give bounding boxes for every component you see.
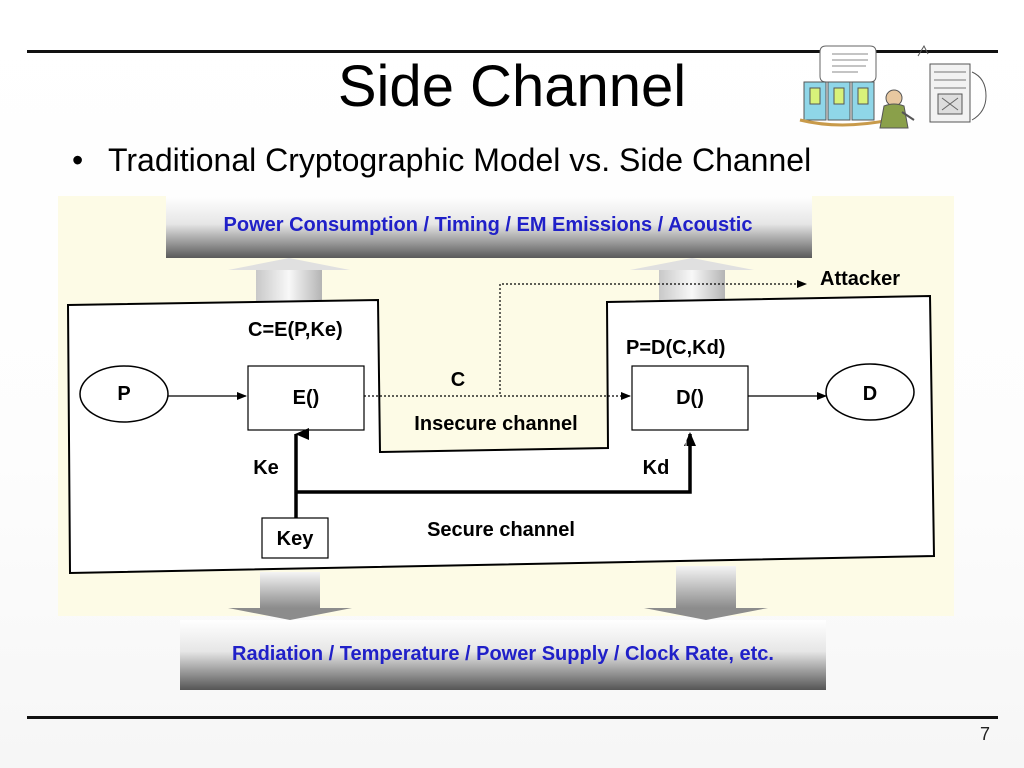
leak-arrow-up-left xyxy=(228,258,350,302)
insecure-channel-label: Insecure channel xyxy=(414,413,577,435)
bullet-item: • Traditional Cryptographic Model vs. Sid… xyxy=(72,140,811,180)
cartoon-cryptanalysts-icon xyxy=(799,44,987,129)
page-number: 7 xyxy=(980,724,991,744)
leak-arrow-down-right xyxy=(644,566,768,620)
encrypt-box-label: E() xyxy=(293,387,320,409)
bottom-rule xyxy=(27,716,998,719)
bullet-dot: • xyxy=(72,142,84,178)
key-box-label: Key xyxy=(277,528,315,550)
plaintext-input-label: P xyxy=(117,383,130,405)
bottom-leakage-band xyxy=(180,620,826,690)
attacker-tap-line xyxy=(499,280,807,394)
top-band-label: Power Consumption / Timing / EM Emission… xyxy=(224,214,753,236)
decrypt-box xyxy=(631,365,749,431)
secure-channel-label: Secure channel xyxy=(427,519,575,541)
plaintext-output-label: D xyxy=(863,383,877,405)
plaintext-output-node xyxy=(825,363,915,421)
top-rule xyxy=(27,50,998,53)
ciphertext-label: C xyxy=(451,369,465,391)
slide-title: Side Channel xyxy=(337,54,687,119)
decrypt-formula: P=D(C,Kd) xyxy=(626,337,725,359)
attacker-label: Attacker xyxy=(820,268,900,290)
key-e-label: Ke xyxy=(253,457,279,479)
leak-arrow-up-right xyxy=(630,258,754,302)
cartoon-machine-icon xyxy=(917,44,987,123)
bullet-text: Traditional Cryptographic Model vs. Side… xyxy=(108,142,812,178)
secure-key-channel xyxy=(294,428,696,518)
crypto-model-frame xyxy=(66,294,936,575)
encrypt-formula: C=E(P,Ke) xyxy=(248,319,343,341)
plaintext-input-node xyxy=(79,365,169,423)
key-d-label: Kd xyxy=(643,457,670,479)
key-box xyxy=(261,517,329,559)
decrypt-box-label: D() xyxy=(676,387,704,409)
bottom-band-label: Radiation / Temperature / Power Supply /… xyxy=(232,643,774,665)
encrypt-box xyxy=(247,365,365,431)
top-leakage-band xyxy=(166,196,812,258)
leak-arrow-down-left xyxy=(228,572,352,620)
